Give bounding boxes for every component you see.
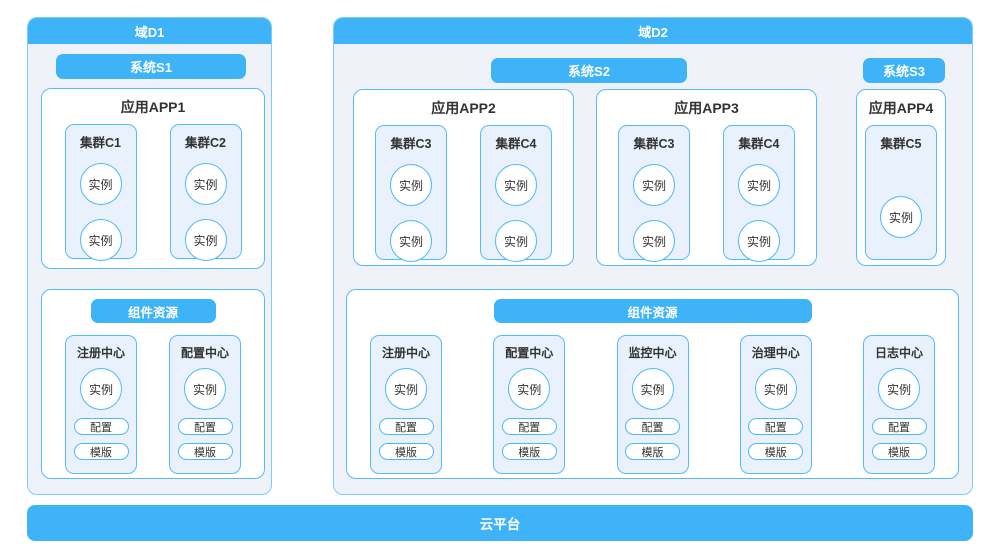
cluster-c5-box: 集群C5 实例: [865, 125, 937, 260]
instance-circle: 实例: [495, 220, 537, 262]
instance-circle: 实例: [390, 220, 432, 262]
cloud-platform-bar: 云平台: [27, 505, 973, 541]
instance-circle: 实例: [738, 220, 780, 262]
template-pill: 模版: [625, 443, 680, 460]
system-s2-badge: 系统S2: [491, 58, 687, 83]
registry-center-card: 注册中心 实例 配置 模版: [370, 335, 442, 474]
config-pill: 配置: [177, 418, 233, 435]
instance-circle: 实例: [738, 164, 780, 206]
instance-circle: 实例: [184, 368, 226, 410]
d2-component-resources-box: 组件资源 注册中心 实例 配置 模版 配置中心 实例 配置 模版 监控中心 实例…: [346, 289, 959, 479]
config-pill: 配置: [501, 418, 557, 435]
cluster-c2-title: 集群C2: [185, 136, 226, 150]
instance-circle: 实例: [878, 368, 920, 410]
governance-center-card: 治理中心 实例 配置 模版: [739, 335, 812, 474]
config-center-card: 配置中心 实例 配置 模版: [169, 335, 241, 474]
instance-circle: 实例: [79, 163, 122, 205]
config-center-title: 配置中心: [505, 346, 554, 360]
template-pill: 模版: [177, 443, 233, 460]
d1-component-resources-box: 组件资源 注册中心 实例 配置 模版 配置中心 实例 配置 模版: [41, 289, 265, 479]
instance-circle: 实例: [390, 164, 432, 206]
app3-box: 应用APP3 集群C3 实例 实例 集群C4 实例 实例: [596, 89, 817, 266]
app2-box: 应用APP2 集群C3 实例 实例 集群C4 实例 实例: [353, 89, 574, 266]
app4-title: 应用APP4: [868, 100, 934, 116]
app2-title: 应用APP2: [431, 100, 496, 116]
app3-cluster-row: 集群C3 实例 实例 集群C4 实例 实例: [597, 125, 816, 262]
monitor-center-card: 监控中心 实例 配置 模版: [616, 335, 689, 474]
instance-circle: 实例: [754, 368, 797, 410]
config-pill: 配置: [871, 418, 927, 435]
d1-component-resources-badge: 组件资源: [90, 299, 216, 323]
template-pill: 模版: [501, 443, 557, 460]
app2-cluster-row: 集群C3 实例 实例 集群C4 实例 实例: [354, 125, 573, 262]
domain-d2-header: 域D2: [334, 18, 972, 44]
log-center-card: 日志中心 实例 配置 模版: [863, 335, 935, 474]
app1-box: 应用APP1 集群C1 实例 实例 集群C2 实例 实例: [41, 88, 265, 269]
cloud-platform-title: 云平台: [479, 517, 521, 532]
domain-d2-title: 域D2: [638, 24, 668, 40]
cluster-c4-box: 集群C4 实例 实例: [480, 125, 552, 262]
instance-circle: 实例: [508, 368, 551, 410]
instance-circle: 实例: [184, 163, 227, 205]
registry-center-title: 注册中心: [381, 346, 430, 360]
d2-component-card-row: 注册中心 实例 配置 模版 配置中心 实例 配置 模版 监控中心 实例 配置 模…: [347, 335, 958, 474]
app1-cluster-row: 集群C1 实例 实例 集群C2 实例 实例: [42, 124, 264, 261]
instance-circle: 实例: [80, 368, 122, 410]
app4-cluster-row: 集群C5 实例: [857, 125, 945, 260]
cluster-c4-title: 集群C4: [495, 137, 537, 151]
log-center-title: 日志中心: [874, 346, 923, 360]
governance-center-title: 治理中心: [751, 346, 800, 360]
domain-d1-title: 域D1: [134, 24, 165, 40]
system-s1-badge: 系统S1: [56, 54, 246, 79]
cluster-c3-box: 集群C3 实例 实例: [375, 125, 447, 262]
instance-circle: 实例: [633, 220, 675, 262]
config-center-title: 配置中心: [180, 346, 229, 360]
registry-center-title: 注册中心: [76, 346, 125, 360]
app4-box: 应用APP4 集群C5 实例: [856, 89, 946, 266]
template-pill: 模版: [871, 443, 927, 460]
app1-title: 应用APP1: [120, 99, 186, 115]
config-pill: 配置: [748, 418, 804, 435]
registry-center-card: 注册中心 实例 配置 模版: [65, 335, 137, 474]
instance-circle: 实例: [385, 368, 427, 410]
instance-circle: 实例: [79, 219, 122, 261]
instance-circle: 实例: [184, 219, 227, 261]
domain-d2: 域D2 系统S2 系统S3 应用APP2 集群C3 实例 实例 集群C4 实例 …: [333, 17, 973, 495]
cluster-c4-title: 集群C4: [738, 137, 780, 151]
monitor-center-title: 监控中心: [628, 346, 677, 360]
cluster-c3-title: 集群C3: [633, 137, 675, 151]
domain-d1-header: 域D1: [28, 18, 271, 44]
cluster-c2-box: 集群C2 实例 实例: [169, 124, 242, 261]
d1-component-card-row: 注册中心 实例 配置 模版 配置中心 实例 配置 模版: [42, 335, 264, 474]
instance-circle: 实例: [631, 368, 674, 410]
config-pill: 配置: [625, 418, 680, 435]
template-pill: 模版: [748, 443, 804, 460]
cluster-c3-box: 集群C3 实例 实例: [618, 125, 690, 262]
config-pill: 配置: [378, 418, 434, 435]
system-s3-badge: 系统S3: [863, 58, 945, 83]
template-pill: 模版: [378, 443, 434, 460]
domain-d1: 域D1 系统S1 应用APP1 集群C1 实例 实例 集群C2 实例 实例 组件…: [27, 17, 272, 495]
cluster-c5-title: 集群C5: [880, 137, 922, 151]
cluster-c4-box: 集群C4 实例 实例: [723, 125, 795, 262]
instance-circle: 实例: [633, 164, 675, 206]
config-center-card: 配置中心 实例 配置 模版: [493, 335, 566, 474]
app3-title: 应用APP3: [674, 100, 739, 116]
cluster-c1-box: 集群C1 实例 实例: [64, 124, 137, 261]
d2-component-resources-badge: 组件资源: [493, 299, 812, 323]
cluster-c1-title: 集群C1: [80, 136, 121, 150]
template-pill: 模版: [73, 443, 129, 460]
config-pill: 配置: [73, 418, 129, 435]
instance-circle: 实例: [880, 196, 922, 238]
cluster-c3-title: 集群C3: [390, 137, 432, 151]
instance-circle: 实例: [495, 164, 537, 206]
